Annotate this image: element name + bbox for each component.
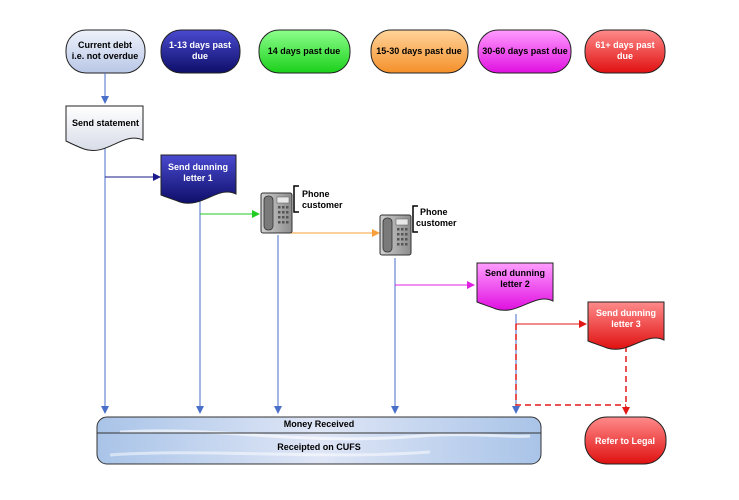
phone-2-label-2: customer	[416, 218, 457, 228]
dunning-3-label-1: Send dunning	[596, 308, 656, 318]
dunning-2-label-2: letter 2	[500, 279, 530, 289]
stage-14-days: 14 days past due	[258, 29, 351, 74]
dashed-line-dunning-2-to-legal	[515, 324, 626, 406]
stage-current: Current debt i.e. not overdue	[65, 29, 146, 74]
stage-1-13-days: 1-13 days past due	[160, 29, 241, 74]
dunning-letter-3-doc: Send dunning letter 3	[587, 301, 665, 350]
phone-icon-1	[260, 192, 293, 234]
money-received-label: Money Received	[284, 419, 355, 429]
stage-30-60-label: 30-60 days past due	[482, 46, 568, 56]
phone-icon-2	[379, 214, 412, 256]
stage-1-13-label-2: due	[192, 51, 208, 61]
dunning-letter-1-doc: Send dunning letter 1	[160, 154, 237, 204]
money-received-bar: Money Received Receipted on CUFS	[96, 416, 542, 465]
stage-14-label: 14 days past due	[268, 46, 341, 56]
stage-15-30-label: 15-30 days past due	[376, 46, 462, 56]
phone-annotation-2: Phone customer	[412, 205, 457, 233]
dunning-2-label-1: Send dunning	[485, 268, 545, 278]
phone-1-label-1: Phone	[302, 189, 330, 199]
stage-61-label-1: 61+ days past	[595, 40, 654, 50]
stage-1-13-label-1: 1-13 days past	[169, 40, 231, 50]
stage-61-label-2: due	[617, 51, 633, 61]
dunning-3-label-2: letter 3	[611, 319, 641, 329]
dunning-1-label-1: Send dunning	[168, 162, 228, 172]
dunning-1-label-2: letter 1	[183, 173, 213, 183]
stage-30-60-days: 30-60 days past due	[477, 29, 572, 74]
stage-current-label-1: Current debt	[78, 40, 132, 50]
refer-to-legal-label: Refer to Legal	[595, 436, 655, 446]
receipted-label: Receipted on CUFS	[277, 442, 361, 452]
dunning-letter-2-doc: Send dunning letter 2	[476, 262, 554, 311]
refer-to-legal: Refer to Legal	[584, 416, 667, 465]
stage-15-30-days: 15-30 days past due	[370, 29, 469, 74]
stage-current-label-2: i.e. not overdue	[72, 51, 139, 61]
phone-annotation-1: Phone customer	[293, 185, 343, 213]
phone-1-label-2: customer	[302, 200, 343, 210]
send-statement-doc: Send statement	[65, 105, 144, 152]
phone-2-label-1: Phone	[420, 207, 448, 217]
send-statement-label: Send statement	[72, 118, 139, 128]
stage-61-plus-days: 61+ days past due	[584, 29, 666, 74]
